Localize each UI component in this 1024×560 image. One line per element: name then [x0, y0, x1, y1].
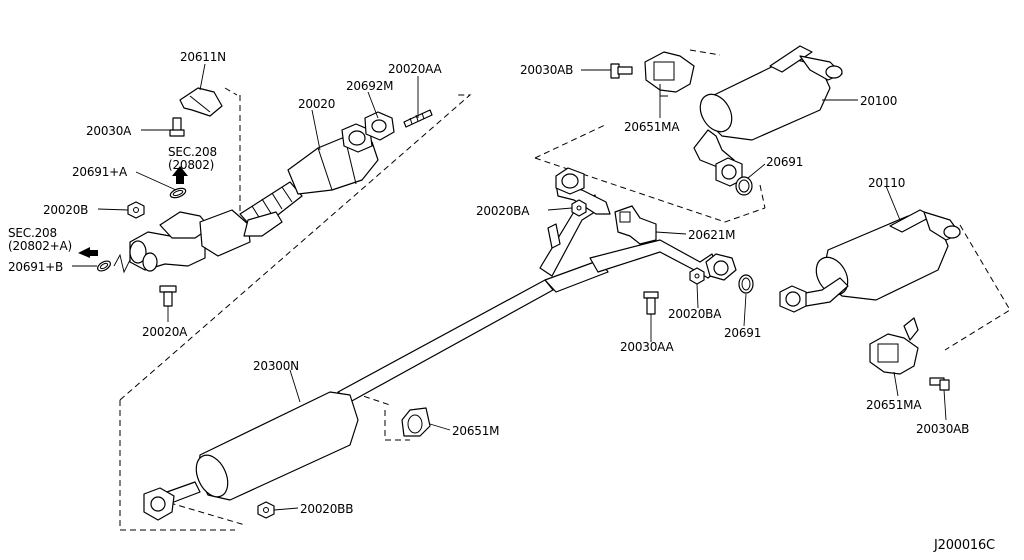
- label-20691-mid: 20691: [724, 326, 761, 340]
- label-20020AA: 20020AA: [388, 62, 443, 76]
- label-sec208-lower-2: (20802+A): [8, 239, 72, 253]
- mount-20651MA-top: [644, 51, 695, 97]
- bolt-20030A: [169, 117, 185, 137]
- label-20030A: 20030A: [86, 124, 132, 138]
- bolt-20030AA: [643, 291, 659, 315]
- label-20691B: 20691+B: [8, 260, 63, 274]
- nut-20020BA-mid: [689, 267, 705, 285]
- label-20621M: 20621M: [688, 228, 735, 242]
- callout-labels: 20611N 20030A SEC.208 (20802) 20691+A 20…: [8, 50, 995, 553]
- diagram-id: J200016C: [933, 538, 995, 553]
- muffler-20100: [693, 45, 843, 187]
- nut-20020B: [127, 201, 145, 219]
- label-20691-top: 20691: [766, 155, 803, 169]
- label-20300N: 20300N: [253, 359, 299, 373]
- gasket-20691-mid: [738, 274, 754, 294]
- label-20030AB-bottom: 20030AB: [916, 422, 969, 436]
- label-20691A: 20691+A: [72, 165, 128, 179]
- sec208-arrow-lower: [78, 247, 98, 258]
- bolt-20020A: [159, 285, 177, 307]
- stud-20020AA: [403, 109, 433, 128]
- label-20030AB-top: 20030AB: [520, 63, 573, 77]
- sec208-arrow-upper: [172, 166, 188, 184]
- gasket-20692M: [364, 111, 395, 141]
- nut-20020BA-left: [571, 199, 587, 217]
- label-20651MA-bottom: 20651MA: [866, 398, 922, 412]
- gasket-20691B: [97, 260, 111, 272]
- label-sec208-upper-2: (20802): [168, 158, 214, 172]
- label-20020A: 20020A: [142, 325, 188, 339]
- nut-20020BB: [257, 501, 275, 519]
- front-tube-20020: [129, 123, 379, 272]
- mount-20651MA-bottom: [869, 317, 919, 375]
- gasket-20691-top: [735, 176, 753, 196]
- center-pipe-20300N: [143, 167, 737, 521]
- label-20030AA: 20030AA: [620, 340, 675, 354]
- bracket-20611N: [179, 87, 223, 117]
- label-sec208-lower-1: SEC.208: [8, 226, 57, 240]
- label-20651MA-top: 20651MA: [624, 120, 680, 134]
- gasket-20691A: [169, 187, 187, 199]
- label-20020BA-mid: 20020BA: [668, 307, 722, 321]
- bracket-20621M: [614, 205, 657, 245]
- label-20100: 20100: [860, 94, 897, 108]
- bolt-20030AB-bottom: [929, 377, 950, 391]
- muffler-20110: [779, 209, 961, 313]
- label-20020BA-left: 20020BA: [476, 204, 530, 218]
- bolt-20030AB-top: [610, 63, 633, 79]
- label-20020B: 20020B: [43, 203, 88, 217]
- mount-20651M: [401, 407, 431, 437]
- leader-lines: [72, 63, 947, 511]
- label-20020BB: 20020BB: [300, 502, 353, 516]
- assembly-boundary-lines: [119, 49, 1011, 531]
- label-20110: 20110: [868, 176, 905, 190]
- label-20651M: 20651M: [452, 424, 499, 438]
- label-20692M: 20692M: [346, 79, 393, 93]
- label-sec208-upper-1: SEC.208: [168, 145, 217, 159]
- label-20020: 20020: [298, 97, 335, 111]
- label-20611N: 20611N: [180, 50, 226, 64]
